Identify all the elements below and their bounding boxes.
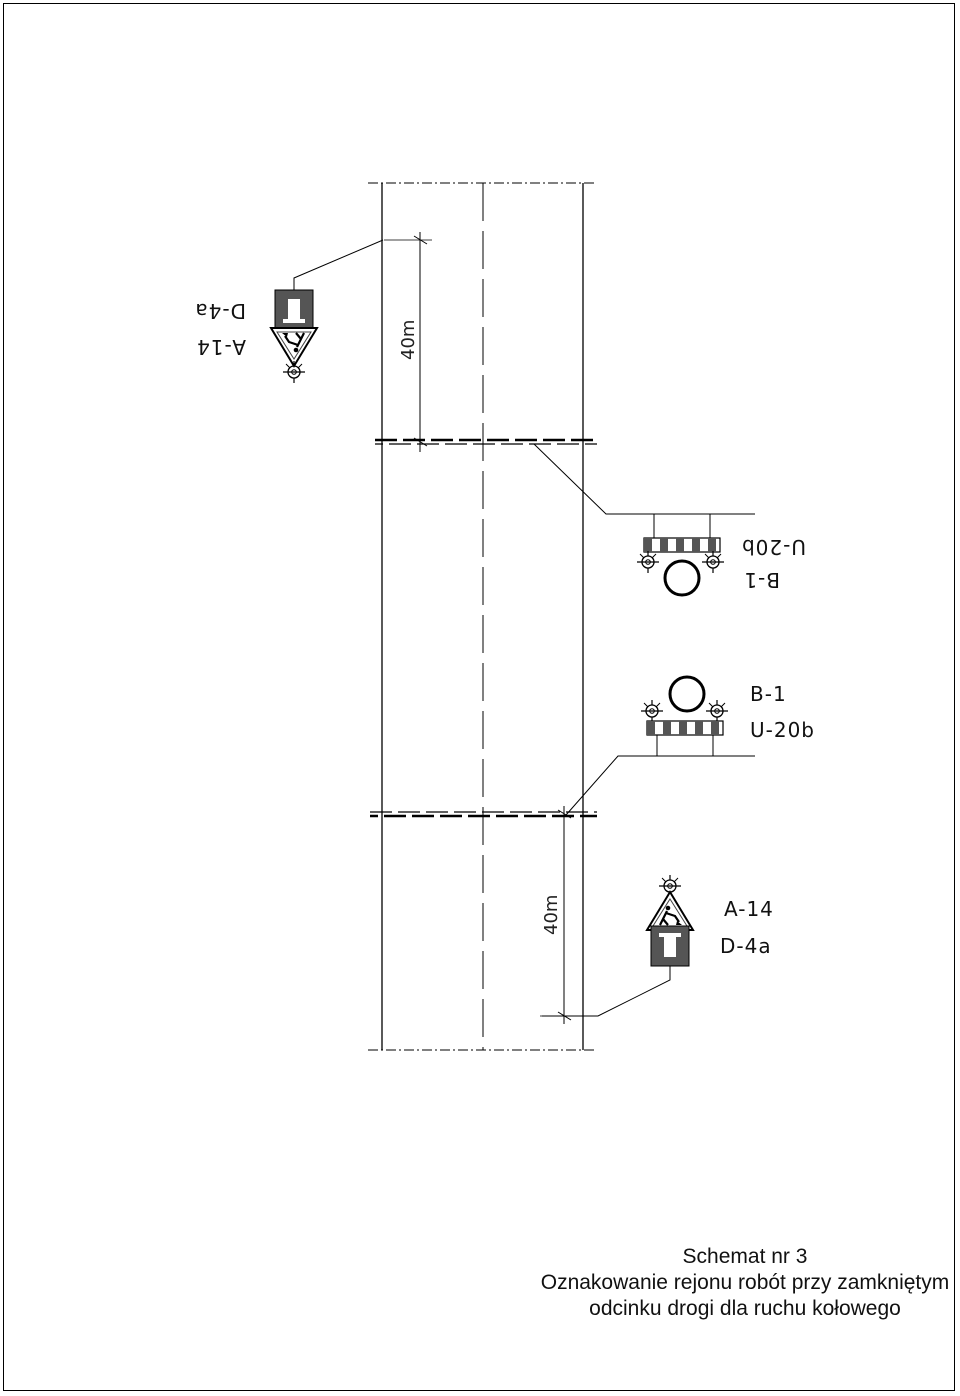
caption-title: Schemat nr 3 [682, 1245, 808, 1268]
d4a-sign-top [274, 289, 314, 331]
closure-line-top [375, 438, 597, 445]
dimension-top [384, 232, 432, 452]
caption-line-2: Oznakowanie rejonu robót przy zamkniętym [540, 1271, 950, 1294]
u20b-barrier-top [643, 537, 721, 553]
warning-lamp-icon [636, 550, 660, 574]
bottom-sign-a-label: A-14 [724, 897, 774, 921]
warning-lamp-icon [705, 699, 729, 723]
u20b-barrier-bottom [646, 720, 724, 736]
warning-lamp-icon [640, 699, 664, 723]
top-sign-a-label: A-14 [196, 335, 246, 359]
a14-sign-top [269, 326, 319, 368]
bottom-barrier-u-label: U-20b [750, 718, 815, 742]
dimension-top-label: 40m [398, 320, 419, 360]
top-barrier-b-label: B-1 [743, 568, 780, 592]
schematic-caption: Schemat nr 3 Oznakowanie rejonu robót pr… [540, 1244, 950, 1322]
drawing-frame [3, 3, 955, 1391]
b1-sign-top [663, 559, 701, 597]
a14-sign-bottom [645, 890, 695, 932]
leader-top-barrier [533, 443, 755, 515]
d4a-sign-bottom [650, 925, 690, 967]
top-barrier-u-label: U-20b [741, 535, 806, 559]
warning-lamp-icon [701, 550, 725, 574]
bottom-sign-d-label: D-4a [720, 934, 772, 958]
caption-line-3: odcinku drogi dla ruchu kołowego [589, 1297, 901, 1320]
closure-line-bottom [370, 811, 597, 818]
warning-lamp-icon [282, 360, 306, 384]
dimension-bottom-label: 40m [541, 895, 562, 935]
leader-bottom-barrier [565, 755, 755, 816]
leader-top-sign [293, 239, 384, 290]
b1-sign-bottom [668, 675, 706, 713]
bottom-barrier-b-label: B-1 [750, 682, 787, 706]
top-sign-d-label: D-4a [194, 299, 246, 323]
leader-bottom-sign [542, 966, 671, 1017]
